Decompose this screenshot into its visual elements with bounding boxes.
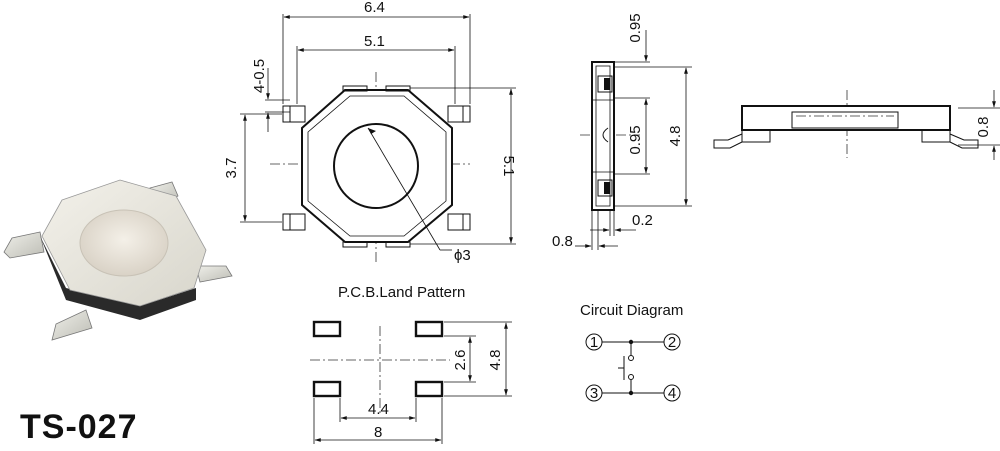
circuit-title: Circuit Diagram [580,302,683,319]
model-name: TS-027 [20,408,138,446]
dim-lead-pitch: 3.7 [223,158,240,179]
product-photo [3,179,233,341]
pin-4-label: 4 [668,385,676,402]
dim-mid-gap: 0.95 [627,125,644,154]
dim-lead-width: 4-0.5 [251,59,268,93]
button-diameter-label: ϕ3 [454,247,471,264]
profile-view: 0.8 [713,90,1000,160]
pcb-dim-span-h: 8 [374,424,382,441]
dim-body-width: 5.1 [364,33,385,50]
dim-lead-width-side: 0.8 [552,233,573,250]
pcb-dim-gap-v: 2.6 [452,350,469,371]
dim-lead-thickness: 0.2 [632,212,653,229]
dim-overall-width: 6.4 [364,0,385,16]
pcb-dim-span-v: 4.8 [487,350,504,371]
pcb-land-pattern: P.C.B.Land Pattern 2.6 4.8 4.4 8 [310,284,512,444]
circuit-diagram: Circuit Diagram 1 2 3 4 [580,302,683,402]
dim-top-gap: 0.95 [627,13,644,42]
pcb-title: P.C.B.Land Pattern [338,284,465,301]
pcb-dim-gap-h: 4.4 [368,401,389,418]
dim-body-height: 5.1 [500,156,517,177]
pin-1-label: 1 [590,334,598,351]
top-view: ϕ3 6.4 5.1 4-0.5 3.7 5.1 [223,0,517,264]
pin-3-label: 3 [590,385,598,402]
pin-2-label: 2 [668,334,676,351]
side-view: 0.95 0.95 4.8 0.2 0.8 [552,13,692,250]
dim-profile-height: 0.8 [975,117,992,138]
dim-side-height: 4.8 [667,126,684,147]
